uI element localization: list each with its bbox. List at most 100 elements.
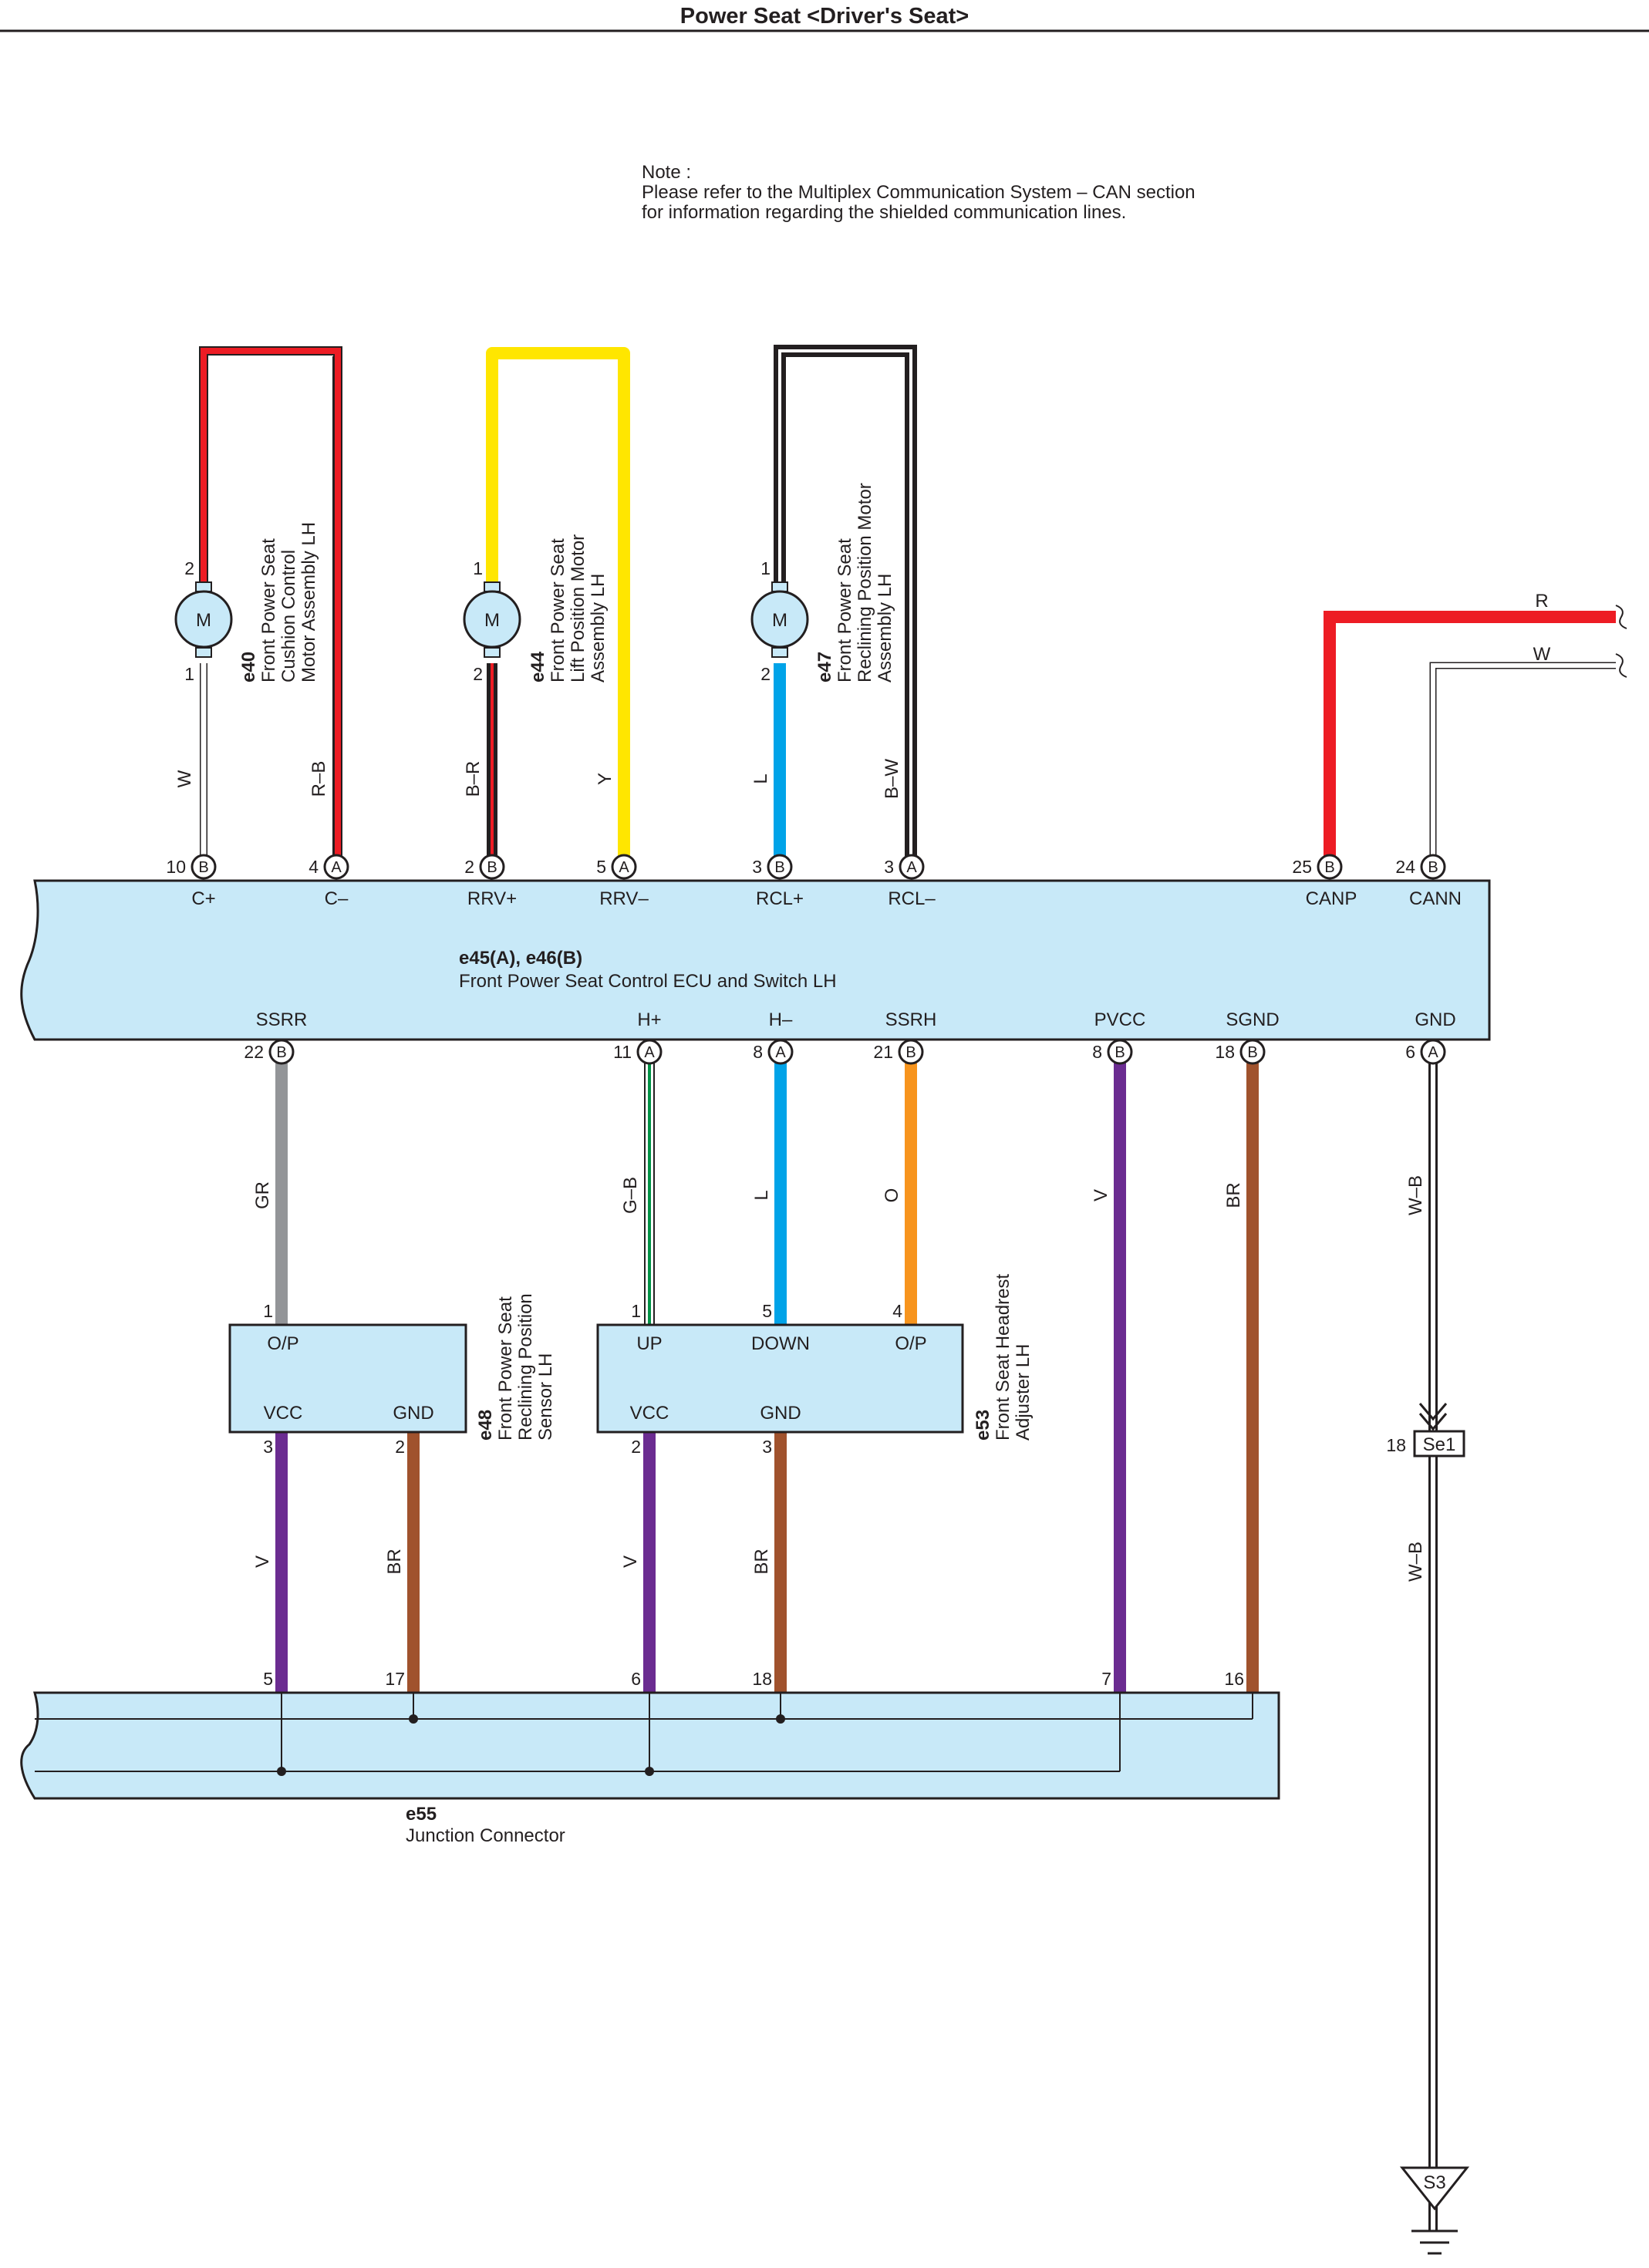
component-code: e53: [973, 1410, 993, 1441]
ecu-terminal-sgnd: SGND: [1226, 1009, 1279, 1030]
wire-color-label: R: [1535, 591, 1548, 612]
se1-label: Se1: [1423, 1434, 1456, 1455]
wire-canp: [1324, 611, 1616, 858]
motor-symbol-label: M: [772, 610, 787, 631]
pin-number: 2: [473, 664, 483, 684]
wire-color-label: O: [882, 1188, 902, 1203]
connector-letter: A: [619, 859, 629, 876]
connector-pin-rcl-minus: A 3: [884, 854, 925, 880]
connector-pin-h-minus: A 8: [753, 1039, 794, 1065]
pin-number: 4: [892, 1301, 902, 1321]
component-code: e47: [814, 652, 835, 682]
component-name-line: Motor Assembly LH: [298, 522, 319, 682]
pin-number: 1: [263, 1301, 273, 1321]
junction-connector-e55: 5 17 6 18 7 16: [20, 1669, 1280, 1800]
connector-pin-rcl-plus: B 3: [752, 854, 793, 880]
pin-number: 22: [244, 1042, 264, 1062]
wire-color-label: Y: [595, 773, 615, 785]
connector-pin-ssrr: B 22: [244, 1039, 295, 1065]
connector-pin-gnd: A 6: [1405, 1039, 1446, 1065]
pin-number: 2: [464, 857, 474, 877]
pin-number: 6: [1405, 1042, 1415, 1062]
pin-number: 1: [184, 664, 194, 684]
ecu-box: e45(A), e46(B) Front Power Seat Control …: [20, 879, 1491, 1041]
motor-e40: M: [174, 581, 233, 658]
pin-number: 16: [1224, 1669, 1244, 1689]
component-code: e40: [238, 652, 259, 682]
connector-pin-c-minus: A 4: [309, 854, 349, 880]
wire-color-label: G–B: [620, 1177, 641, 1214]
wire-color-label: V: [252, 1555, 273, 1568]
component-name-line: Cushion Control: [278, 550, 299, 682]
connector-letter: B: [1115, 1044, 1125, 1061]
connector-pin-cann: B 24: [1395, 854, 1446, 880]
e55-code: e55: [406, 1804, 437, 1825]
terminal-label: GND: [393, 1403, 433, 1424]
wire-color-label: BR: [1223, 1182, 1244, 1208]
component-name-line: Sensor LH: [535, 1353, 556, 1441]
motor-e44: M: [463, 581, 521, 658]
wire-color-label: B–W: [882, 759, 902, 799]
terminal-label: DOWN: [751, 1333, 810, 1354]
pin-number: 8: [753, 1042, 763, 1062]
connector-letter: B: [487, 859, 497, 876]
connector-pin-h-plus: A 11: [613, 1039, 663, 1065]
terminal-label: UP: [636, 1333, 662, 1354]
ecu-terminal-canp: CANP: [1306, 888, 1357, 909]
ecu-terminal-gnd: GND: [1415, 1009, 1455, 1030]
connector-letter: B: [774, 859, 784, 876]
e55-name: Junction Connector: [406, 1825, 565, 1846]
wire-connector-mark: [1418, 1403, 1448, 1431]
ecu-terminal-c-plus: C+: [191, 888, 215, 909]
pin-number: 18: [1386, 1435, 1406, 1455]
pin-number: 1: [631, 1301, 641, 1321]
junction-dot: [776, 1714, 785, 1724]
component-name-line: Reclining Position Motor: [855, 483, 875, 682]
connector-pin-pvcc: B 8: [1092, 1039, 1133, 1065]
pin-number: 2: [631, 1437, 641, 1457]
ecu-terminal-rrv-plus: RRV+: [467, 888, 517, 909]
pin-number: 21: [873, 1042, 893, 1062]
terminal-label: VCC: [630, 1403, 669, 1424]
pin-number: 5: [263, 1669, 273, 1689]
connector-letter: A: [775, 1044, 786, 1061]
ecu-code: e45(A), e46(B): [459, 948, 582, 969]
ecu-terminal-h-plus: H+: [637, 1009, 661, 1030]
wire-color-label: BR: [384, 1549, 405, 1574]
ecu-terminal-rcl-plus: RCL+: [756, 888, 804, 909]
pin-number: 6: [631, 1669, 641, 1689]
connector-letter: A: [1428, 1044, 1438, 1061]
pin-number: 25: [1292, 857, 1312, 877]
connector-letter: B: [1247, 1044, 1257, 1061]
connector-letter: B: [276, 1044, 286, 1061]
junction-dot: [409, 1714, 418, 1724]
component-code: e48: [475, 1410, 496, 1441]
wire-color-label: L: [750, 773, 771, 784]
wire-color-label: V: [1091, 1189, 1111, 1201]
note: Note : Please refer to the Multiplex Com…: [642, 162, 1195, 223]
component-label-e48: e48 Front Power Seat Reclining Position …: [475, 1293, 556, 1441]
pin-number: 5: [762, 1301, 772, 1321]
page-title: Power Seat <Driver's Seat>: [680, 4, 969, 29]
component-label-e44: e44 Front Power Seat Lift Position Motor…: [528, 534, 609, 682]
pin-number: 2: [395, 1437, 405, 1457]
wire-color-label: W: [174, 770, 195, 787]
wire-color-label: W–B: [1405, 1542, 1426, 1582]
ecu-terminal-rrv-minus: RRV–: [599, 888, 649, 909]
pin-number: 5: [596, 857, 606, 877]
pin-number: 2: [184, 558, 194, 578]
connector-letter: B: [1428, 859, 1438, 876]
component-name-line: Front Power Seat: [548, 538, 568, 682]
pin-number: 3: [263, 1437, 273, 1457]
connector-letter: B: [198, 859, 208, 876]
ground-point-s3: S3: [1399, 2166, 1470, 2255]
component-name-line: Front Power Seat: [258, 538, 279, 682]
ecu-terminal-pvcc: PVCC: [1094, 1009, 1146, 1030]
ecu-terminal-c-minus: C–: [325, 888, 349, 909]
ecu-terminal-rcl-minus: RCL–: [888, 888, 936, 909]
component-name-line: Front Power Seat: [835, 538, 855, 682]
ecu-terminal-ssrh: SSRH: [885, 1009, 937, 1030]
component-name-line: Adjuster LH: [1013, 1344, 1034, 1441]
wire-color-label: V: [620, 1555, 641, 1568]
